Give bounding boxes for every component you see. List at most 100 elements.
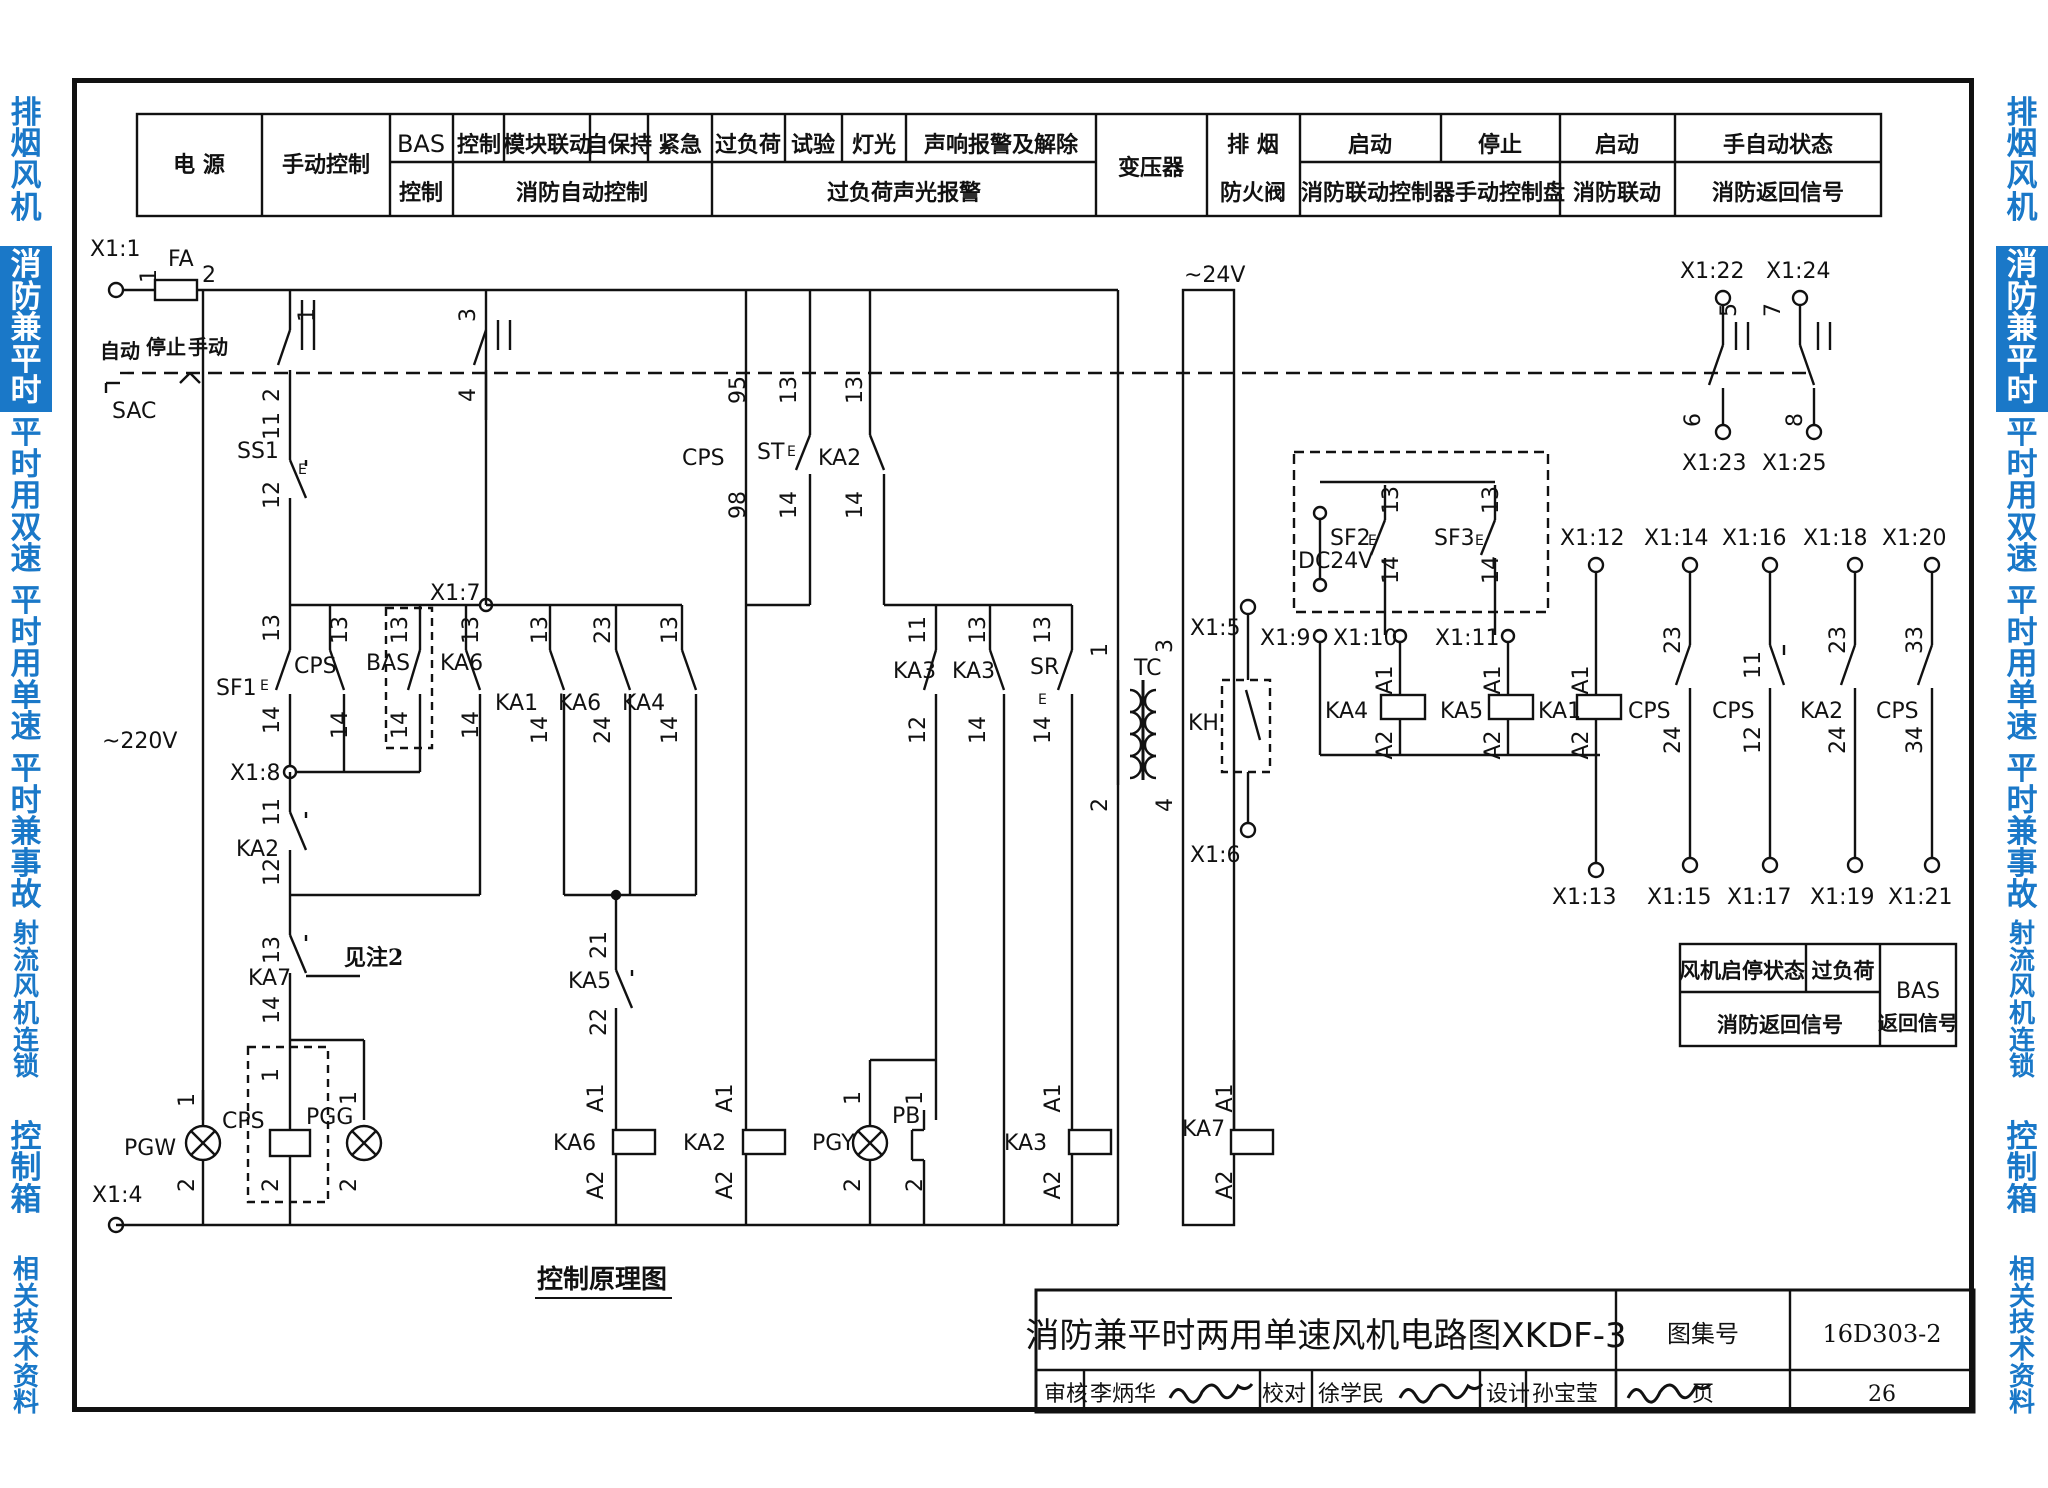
label-125: KA7 [1182,1117,1225,1142]
left-tab-2[interactable]: 平时用双速 [0,414,52,582]
label-15: 排 烟 [1227,132,1279,158]
label-120: X1:5 [1190,616,1240,641]
right-tab-0[interactable]: 排烟风机 [1996,78,2048,246]
right-tab-2[interactable]: 平时用双速 [1996,414,2048,582]
label-172: 6 [1681,413,1706,427]
label-198: 26 [1868,1382,1896,1407]
drawing-frame [72,78,1974,1412]
label-0: 电 源 [173,152,225,178]
left-tab-7[interactable]: 相关技术资料 [0,1254,52,1422]
lamp-cross [351,1130,377,1156]
label-34: 13 [260,614,285,642]
label-17: 启动 [1348,132,1392,158]
label-91: 14 [777,491,802,519]
label-48: 3 [456,308,481,322]
terminal [1923,556,1941,574]
label-126: DC24V [1298,549,1373,574]
label-75: KA4 [622,691,665,716]
relay-coil [741,1128,787,1156]
right-tab-5[interactable]: 射流风机连锁 [1996,918,2048,1086]
drawing-title: 消防兼平时两用单速风机电路图XKDF-3 [1025,1316,1626,1356]
wire [1839,644,1857,686]
label-85: 95 [726,376,751,404]
wire [1768,644,1786,686]
label-181: 1 [137,269,162,283]
label-9: 过负荷 [715,132,781,158]
label-90: 13 [777,376,802,404]
label-100: KA3 [952,659,995,684]
label-51: 11 [260,798,285,826]
left-tab-3[interactable]: 平时用单速 [0,582,52,750]
label-165: X1:21 [1888,885,1952,910]
label-94: KA2 [818,446,861,471]
label-10: 试验 [791,132,835,158]
label-56: KA7 [248,966,291,991]
label-196: 孙宝莹 [1532,1382,1598,1407]
label-133: SF3 [1434,526,1475,551]
label-74: 14 [658,716,683,744]
label-30: 11 [260,412,285,440]
label-2: BAS [397,130,445,158]
label-83: A2 [713,1170,738,1199]
bas-group [384,606,434,750]
cps-coil [268,1128,312,1158]
label-13: 过负荷声光报警 [827,180,981,206]
right-tab-1[interactable]: 消防兼平时 [1996,246,2048,414]
transformer-winding [1143,754,1157,780]
relay-coil [1067,1128,1113,1156]
label-80: A2 [584,1170,609,1199]
left-tab-6[interactable]: 控制箱 [0,1086,52,1254]
label-27: SAC [112,399,156,424]
terminal [1500,628,1516,644]
signature [1398,1383,1484,1404]
wire [614,969,634,1009]
label-71: 24 [591,716,616,744]
label-189: 图集号 [1667,1320,1739,1348]
label-84: KA2 [683,1131,726,1156]
label-40: CPS [294,654,337,679]
label-156: 11 [1741,651,1766,679]
right-tab-6[interactable]: 控制箱 [1996,1086,2048,1254]
label-138: A1 [1373,665,1398,694]
label-61: CPS [222,1109,265,1134]
label-14: 变压器 [1118,155,1185,181]
label-101: 13 [1031,616,1056,644]
label-180: FA [168,247,194,272]
left-tab-5[interactable]: 射流风机连锁 [0,918,52,1086]
label-193: 校对 [1262,1382,1306,1407]
left-tab-1[interactable]: 消防兼平时 [0,246,52,414]
label-4: 控制 [457,132,501,158]
label-23: 消防返回信号 [1712,180,1844,206]
wire [680,649,698,691]
wire [1369,519,1387,556]
label-197: 页 [1692,1382,1714,1407]
label-179: X1:1 [90,237,140,262]
label-11: 灯光 [852,132,896,158]
label-22: 手自动状态 [1723,132,1833,158]
left-tab-0[interactable]: 排烟风机 [0,78,52,246]
label-7: 紧急 [658,132,702,158]
signature [1168,1383,1254,1404]
left-tab-4[interactable]: 平时兼事故 [0,750,52,918]
terminal [1681,556,1699,574]
right-tab-4[interactable]: 平时兼事故 [1996,750,2048,918]
terminal [1846,856,1864,874]
wire [922,649,938,691]
label-174: X1:25 [1762,451,1826,476]
right-tab-7[interactable]: 相关技术资料 [1996,1254,2048,1422]
label-192: 李炳华 [1090,1382,1156,1407]
label-158: CPS [1712,699,1755,724]
label-134: E [1475,533,1484,549]
label-26: 手动 [188,335,228,359]
label-155: X1:17 [1727,885,1791,910]
label-143: KA5 [1440,699,1483,724]
label-65: 2 [337,1178,362,1192]
label-124: A2 [1213,1170,1238,1199]
wire [189,372,201,384]
ka4-coil [1379,693,1427,721]
label-163: KA2 [1800,699,1843,724]
label-140: KA4 [1325,699,1368,724]
wire [1244,689,1262,741]
label-73: 13 [658,616,683,644]
right-tab-3[interactable]: 平时用单速 [1996,582,2048,750]
